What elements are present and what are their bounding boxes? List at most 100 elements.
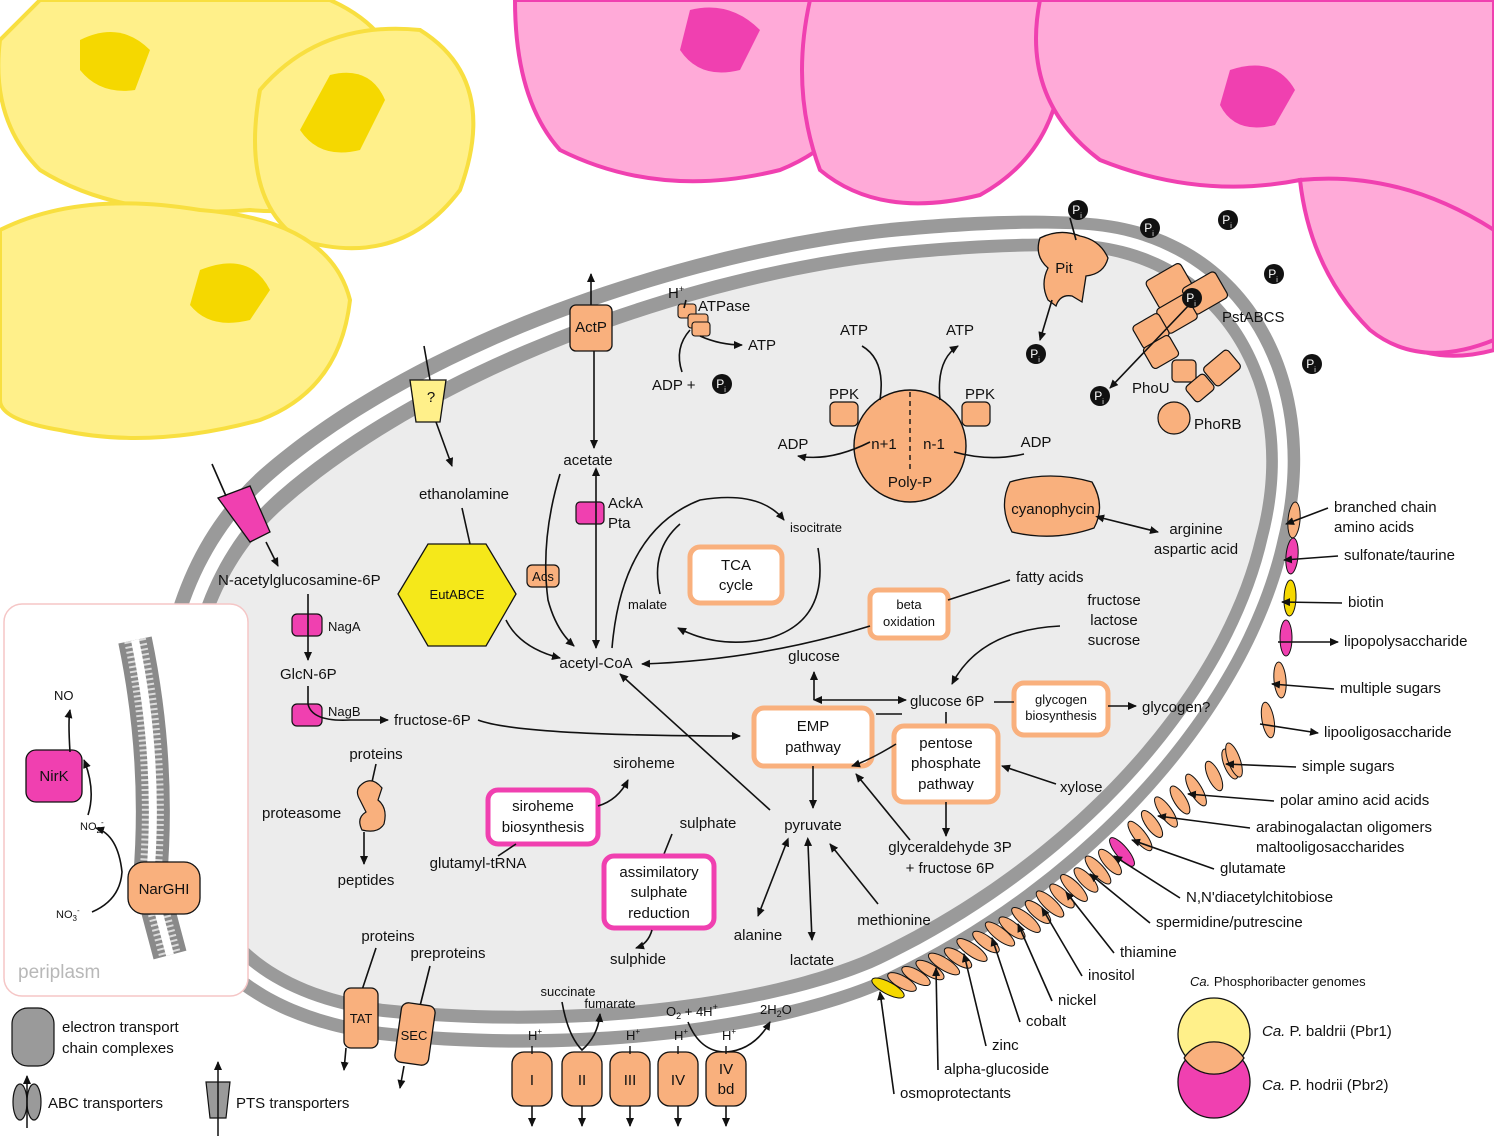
- abc-transporter: [1204, 760, 1224, 792]
- ppk-right-label: PPK: [965, 386, 995, 403]
- cyanophycin-granule: [1003, 475, 1101, 537]
- phou-protein: [1171, 359, 1197, 383]
- acs-label: Acs: [532, 569, 554, 584]
- glucose6p-label: glucose 6P: [910, 693, 984, 710]
- pi-dot: Pi: [1090, 386, 1110, 406]
- naga-label: NagA: [328, 619, 361, 634]
- legend-genomes: Ca. Phosphoribacter genomes Ca. P. baldr…: [1177, 974, 1392, 1119]
- ppk-left-label: PPK: [829, 386, 859, 403]
- fumarate-label: fumarate: [584, 996, 635, 1011]
- sec-transporter: [394, 1002, 436, 1066]
- malate-label: malate: [628, 597, 667, 612]
- transporter-label: arabinogalactan oligomers: [1256, 819, 1432, 836]
- svg-text:H+: H+: [674, 1027, 688, 1043]
- svg-text:Pi: Pi: [1186, 291, 1196, 308]
- glycogen-label: glycogen?: [1142, 699, 1210, 716]
- phorb-label: PhoRB: [1194, 416, 1242, 433]
- ppk-left-protein: [829, 401, 859, 427]
- pstabcs-label: PstABCS: [1222, 309, 1285, 326]
- acetate-module: ActP acetate AckA Pta Acs acetyl-CoA: [526, 273, 643, 672]
- beta-line2: oxidation: [883, 614, 935, 629]
- narghi-label: NarGHI: [139, 881, 190, 898]
- ethanolamine-label: ethanolamine: [419, 486, 509, 503]
- transporter-label: cobalt: [1026, 1013, 1067, 1030]
- ppk-right-protein: [961, 401, 991, 427]
- ppp-line1: pentose: [919, 735, 972, 752]
- transporter-label: nickel: [1058, 992, 1096, 1009]
- transporter-label: biotin: [1348, 594, 1384, 611]
- svg-text:H+: H+: [722, 1027, 736, 1043]
- acetate-label: acetate: [563, 452, 612, 469]
- glycogen-bio-line1: glycogen: [1035, 692, 1087, 707]
- atpase-adp-label: ADP +: [652, 377, 696, 394]
- svg-text:I: I: [530, 1072, 534, 1089]
- sugar-lactose: lactose: [1090, 612, 1138, 629]
- atpase-h-label: H+: [668, 284, 684, 302]
- nagb-label: NagB: [328, 704, 361, 719]
- svg-text:Pi: Pi: [1144, 221, 1154, 238]
- svg-text:H+: H+: [528, 1027, 542, 1043]
- transporter-label: amino acids: [1334, 519, 1414, 536]
- secretion-module: proteins preproteins TAT SEC: [340, 928, 486, 1089]
- acetyl-coa-label: acetyl-CoA: [559, 655, 632, 672]
- abc-transporter: [1279, 619, 1293, 657]
- peptides-label: peptides: [338, 872, 395, 889]
- pi-dot: Pi: [1140, 218, 1160, 238]
- svg-text:Pi: Pi: [1030, 347, 1040, 364]
- svg-text:Pi: Pi: [1072, 203, 1082, 220]
- sulphate-label: sulphate: [680, 815, 737, 832]
- beta-oxidation-module: beta oxidation fatty acids: [641, 569, 1084, 668]
- phorb-protein: [1203, 349, 1241, 387]
- beta-line1: beta: [896, 597, 922, 612]
- main-cell: [153, 215, 1301, 1048]
- svg-text:IV: IV: [671, 1072, 685, 1089]
- fructose6p-label: fructose-6P: [394, 712, 471, 729]
- abc-transporter: [927, 952, 961, 976]
- abc-transporter: [871, 977, 905, 999]
- pi-dot: Pi: [1264, 264, 1284, 284]
- periplasm-inset: NirK NarGHI NO NO2- NO3- periplasm: [3, 603, 249, 997]
- svg-text:bd: bd: [718, 1081, 735, 1098]
- emp-line1: EMP: [797, 718, 830, 735]
- emp-line2: pathway: [785, 739, 841, 756]
- tca-cycle-box: [687, 544, 785, 606]
- transporter-label: zinc: [992, 1037, 1019, 1054]
- svg-text:H+: H+: [626, 1027, 640, 1043]
- lactate-label: lactate: [790, 952, 834, 969]
- legend-left: electron transport chain complexes ABC t…: [11, 1007, 349, 1136]
- pi-dot: Pi: [1182, 288, 1202, 308]
- eutabce-label: EutABCE: [430, 587, 485, 602]
- svg-text:Pi: Pi: [1094, 389, 1104, 406]
- sulphur-module: siroheme biosynthesis siroheme glutamyl-…: [430, 755, 737, 968]
- pbr1-neighbor-cells: [0, 0, 476, 440]
- adp-left-label: ADP: [778, 436, 809, 453]
- alanine-label: alanine: [734, 927, 782, 944]
- no-label: NO: [54, 688, 74, 703]
- pi-dot: Pi: [1026, 344, 1046, 364]
- no2-label: NO2-: [80, 818, 104, 835]
- phosphate-module: Pit PstABCS PhoU PhoRB PiPiPiPiPiPiPiPiP…: [712, 200, 1322, 435]
- abc-transporter: [1169, 785, 1191, 815]
- nagb-protein: [291, 703, 323, 727]
- atpase-label: ATPase: [698, 298, 750, 315]
- transporter-label: lipopolysaccharide: [1344, 633, 1467, 650]
- pbr1-legend-label: Ca. P. baldrii (Pbr1): [1262, 1023, 1392, 1040]
- ackA-label: AckA: [608, 495, 643, 512]
- abc-transporter-array: [871, 501, 1343, 1095]
- atpase-module: H+ ATPase ATP ADP +: [652, 284, 776, 394]
- etc-complex-3: III H+: [609, 1027, 651, 1127]
- svg-text:Pi: Pi: [716, 377, 726, 394]
- beta-oxidation-box: [867, 587, 951, 641]
- pta-label: Pta: [608, 515, 631, 532]
- actp-label: ActP: [575, 319, 607, 336]
- transporter-label: branched chain: [1334, 499, 1437, 516]
- cyanophycin-module: cyanophycin arginine aspartic acid: [1003, 475, 1238, 558]
- svg-text:III: III: [624, 1072, 637, 1089]
- fatty-acids-label: fatty acids: [1016, 569, 1084, 586]
- tca-line1: TCA: [721, 557, 751, 574]
- atpase-atp-label: ATP: [748, 337, 776, 354]
- transporter-label: maltooligosaccharides: [1256, 839, 1404, 856]
- isocitrate-label: isocitrate: [790, 520, 842, 535]
- atp-left-label: ATP: [840, 322, 868, 339]
